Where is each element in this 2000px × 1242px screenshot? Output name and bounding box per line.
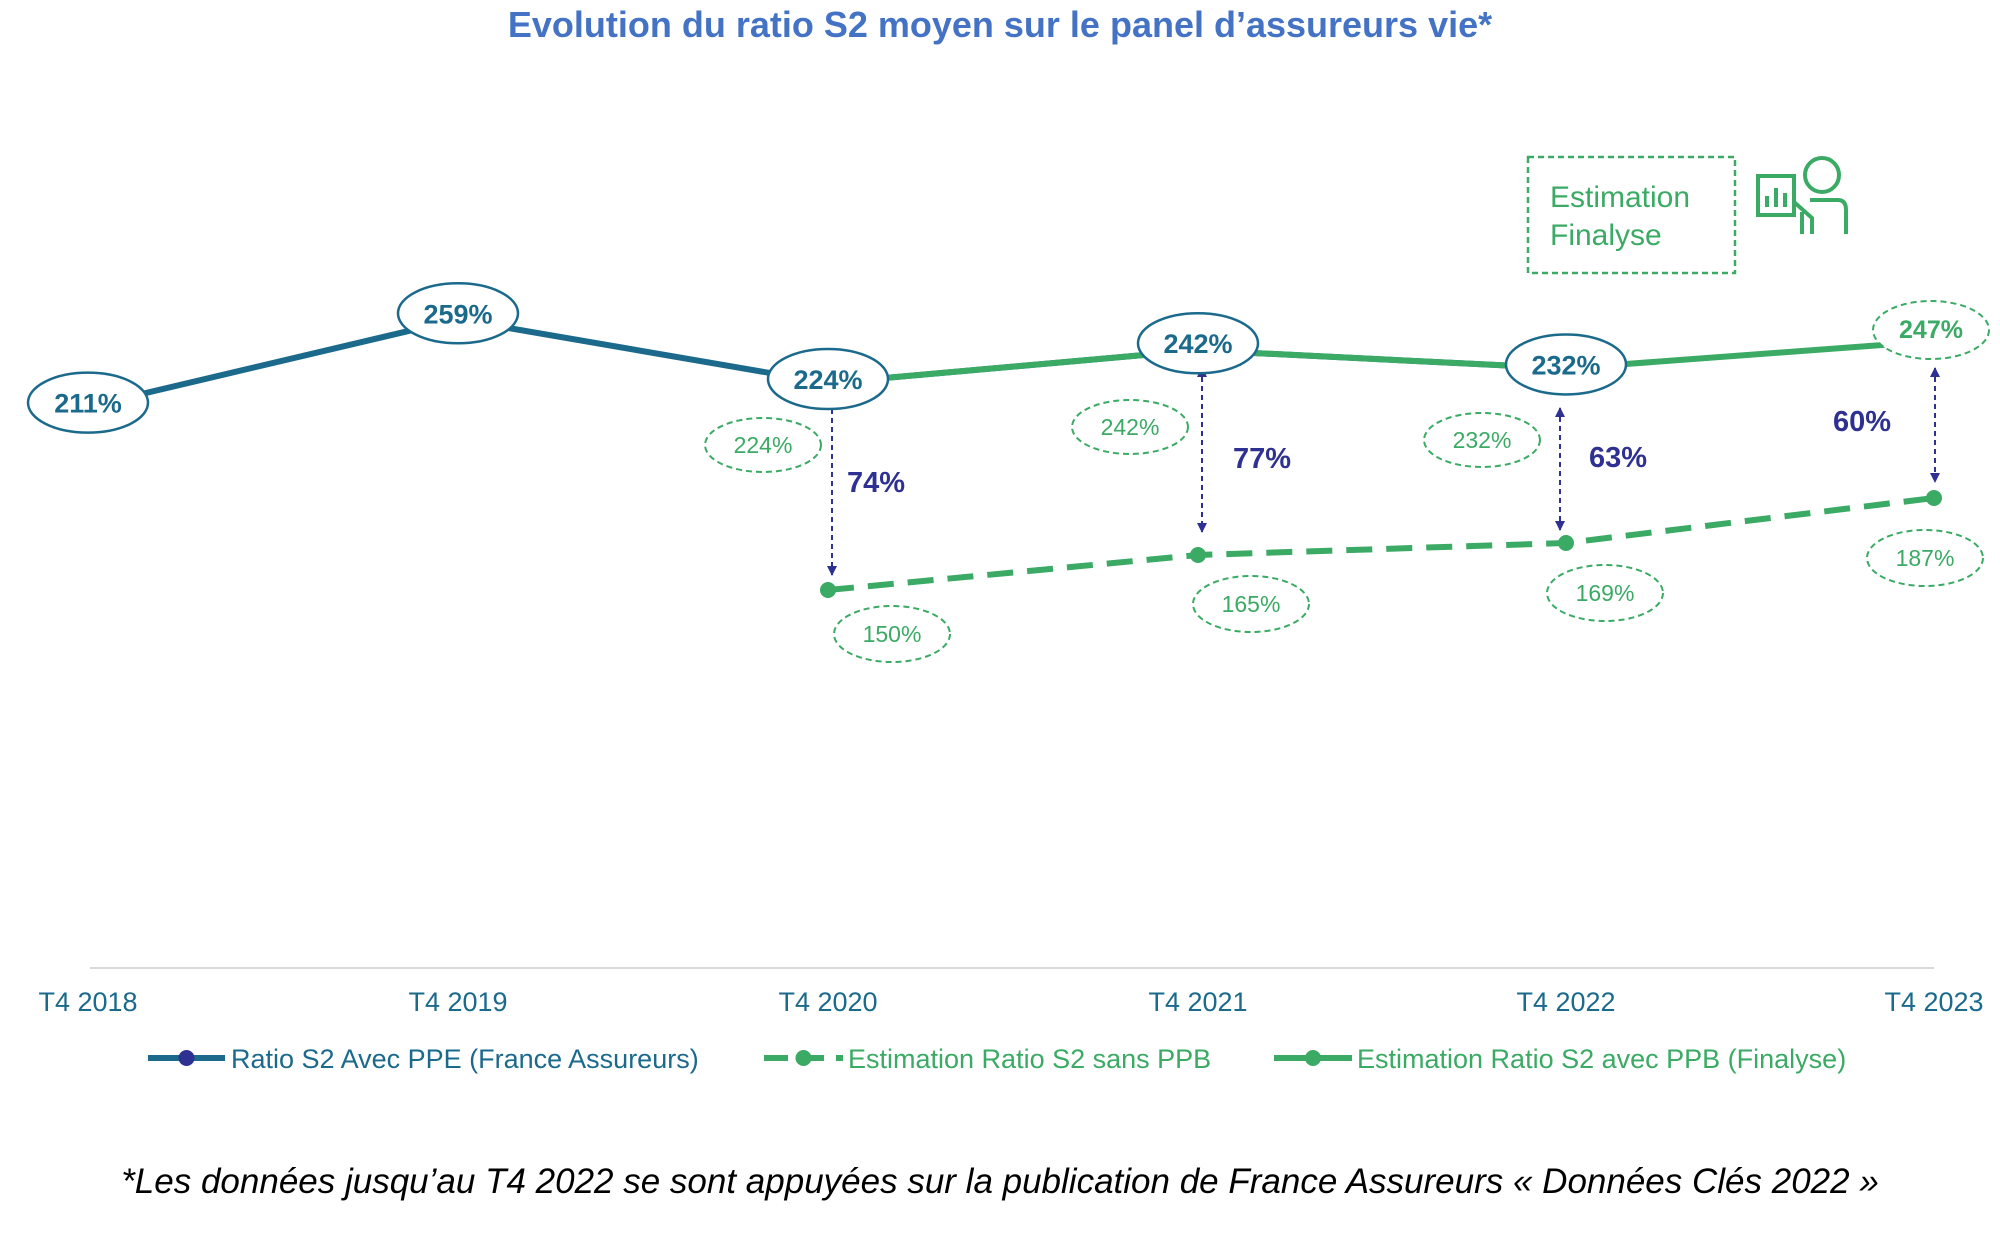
legend-label: Estimation Ratio S2 sans PPB [848, 1044, 1211, 1074]
data-label-estimation-avec-ppb: 232% [1453, 427, 1512, 453]
data-label-estimation-sans-ppb: 187% [1896, 545, 1955, 571]
x-tick-label: T4 2021 [1148, 987, 1247, 1017]
legend-swatch-marker [795, 1050, 812, 1066]
legend: Ratio S2 Avec PPE (France Assureurs) Esti… [148, 1044, 1846, 1074]
data-label-estimation-avec-ppb: 224% [734, 432, 793, 458]
annotation-line-2: Finalyse [1550, 219, 1662, 252]
x-tick-label: T4 2018 [38, 987, 137, 1017]
annotation-box [1526, 155, 1737, 275]
data-label-bubble [1866, 529, 1984, 587]
data-label-ratio-s2-avec-ppe: 259% [423, 299, 492, 329]
data-label-bubble [1423, 412, 1541, 468]
data-label-bubble [1504, 333, 1628, 396]
data-label-bubble [1192, 575, 1310, 633]
x-tick-label: T4 2022 [1516, 987, 1615, 1017]
data-label-estimation-sans-ppb: 169% [1576, 580, 1635, 606]
data-label-bubble [1071, 399, 1189, 455]
data-label-bubble [1546, 564, 1664, 622]
gap-label: 63% [1589, 442, 1647, 474]
data-label-ratio-s2-avec-ppe: 211% [54, 389, 122, 419]
gap-label: 60% [1833, 406, 1891, 438]
presenter-chart-icon [1756, 156, 1848, 234]
series-line-estimation-sans-ppb [827, 495, 1935, 593]
chart-title: Evolution du ratio S2 moyen sur le panel… [507, 4, 1493, 45]
data-label-ratio-s2-avec-ppe: 232% [1531, 350, 1600, 380]
annotation-line-1: Estimation [1550, 181, 1690, 214]
data-point-sans-ppb [820, 582, 836, 598]
data-label-bubble [26, 371, 150, 434]
data-labels-layer: 211% 259% 224% 242% 232% 224% 242% 232% 247% 150%… [26, 282, 1990, 663]
legend-swatch-marker [178, 1050, 195, 1066]
x-tick-label: T4 2020 [778, 987, 877, 1017]
data-label-bubble [704, 417, 822, 473]
estimation-annotation: Estimation Finalyse [1526, 155, 1848, 275]
legend-label: Ratio S2 Avec PPE (France Assureurs) [231, 1044, 699, 1074]
data-label-estimation-avec-ppb: 247% [1899, 316, 1963, 344]
gap-label: 74% [847, 467, 905, 499]
data-point-sans-ppb [1926, 490, 1942, 506]
data-label-estimation-sans-ppb: 165% [1222, 591, 1281, 617]
legend-swatch-marker [1305, 1050, 1321, 1066]
data-label-ratio-s2-avec-ppe: 224% [793, 365, 862, 395]
data-label-bubble [1872, 300, 1990, 360]
data-label-bubble [1136, 311, 1260, 375]
data-point-sans-ppb [1558, 535, 1574, 551]
x-axis: T4 2018 T4 2019 T4 2020 T4 2021 T4 2022 T4 20… [38, 967, 1984, 1017]
x-tick-label: T4 2023 [1884, 987, 1983, 1017]
data-label-bubble [833, 605, 951, 663]
gap-arrows-layer: 74% 77% 63% 60% [827, 367, 1940, 576]
series-layer [87, 316, 1942, 598]
data-label-estimation-avec-ppb: 242% [1101, 414, 1160, 440]
data-label-estimation-sans-ppb: 150% [863, 621, 922, 647]
data-label-bubble [766, 347, 890, 411]
series-line-estimation-avec-ppb [827, 338, 1935, 386]
x-tick-label: T4 2019 [408, 987, 507, 1017]
legend-label: Estimation Ratio S2 avec PPB (Finalyse) [1357, 1044, 1846, 1074]
footnote: *Les données jusqu’au T4 2022 se sont ap… [121, 1162, 1879, 1201]
data-label-ratio-s2-avec-ppe: 242% [1163, 329, 1232, 359]
data-point-sans-ppb [1190, 547, 1206, 563]
gap-label: 77% [1233, 443, 1291, 475]
data-label-bubble [396, 282, 520, 345]
